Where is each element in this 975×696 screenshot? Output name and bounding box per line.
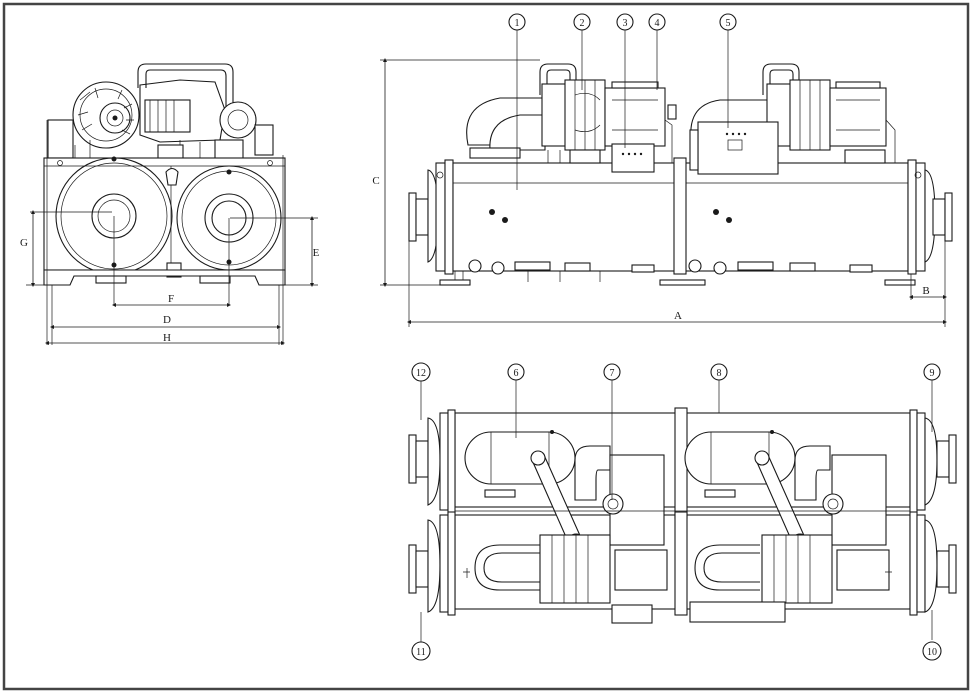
dimension-label-b: B <box>922 285 929 297</box>
callout-10-text: 10 <box>927 647 937 658</box>
dimension-label-c: C <box>372 175 379 187</box>
callout-2: 2 <box>573 13 591 31</box>
callout-10: 10 <box>922 641 942 661</box>
dimension-label-g: G <box>20 237 28 249</box>
dimension-label-d: D <box>163 314 171 326</box>
top-view <box>408 407 957 624</box>
callout-8: 8 <box>710 363 728 381</box>
callout-4: 4 <box>648 13 666 31</box>
callout-5-text: 5 <box>726 18 731 29</box>
dimension-label-e: E <box>313 247 320 259</box>
dimension-label-a: A <box>674 310 682 322</box>
callout-12-text: 12 <box>416 368 426 379</box>
side-view-dimensions <box>383 58 947 324</box>
callout-9-text: 9 <box>930 368 935 379</box>
side-view <box>380 59 953 327</box>
callout-1-text: 1 <box>515 18 520 29</box>
end-view <box>26 63 318 345</box>
dimension-label-h: H <box>163 332 171 344</box>
callout-7-text: 7 <box>610 368 615 379</box>
callout-11: 11 <box>411 641 431 661</box>
callout-2-text: 2 <box>580 18 585 29</box>
callout-12: 12 <box>411 362 431 382</box>
callout-6: 6 <box>507 363 525 381</box>
callout-6-text: 6 <box>514 368 519 379</box>
callout-1: 1 <box>508 13 526 31</box>
callout-4-text: 4 <box>655 18 660 29</box>
callout-11-text: 11 <box>416 647 426 658</box>
end-view-dimensions <box>31 210 314 345</box>
callout-leaders <box>420 30 933 642</box>
callout-3-text: 3 <box>623 18 628 29</box>
callout-9: 9 <box>923 363 941 381</box>
dimension-label-f: F <box>168 293 174 305</box>
callout-7: 7 <box>603 363 621 381</box>
callout-8-text: 8 <box>717 368 722 379</box>
callout-5: 5 <box>719 13 737 31</box>
callout-3: 3 <box>616 13 634 31</box>
